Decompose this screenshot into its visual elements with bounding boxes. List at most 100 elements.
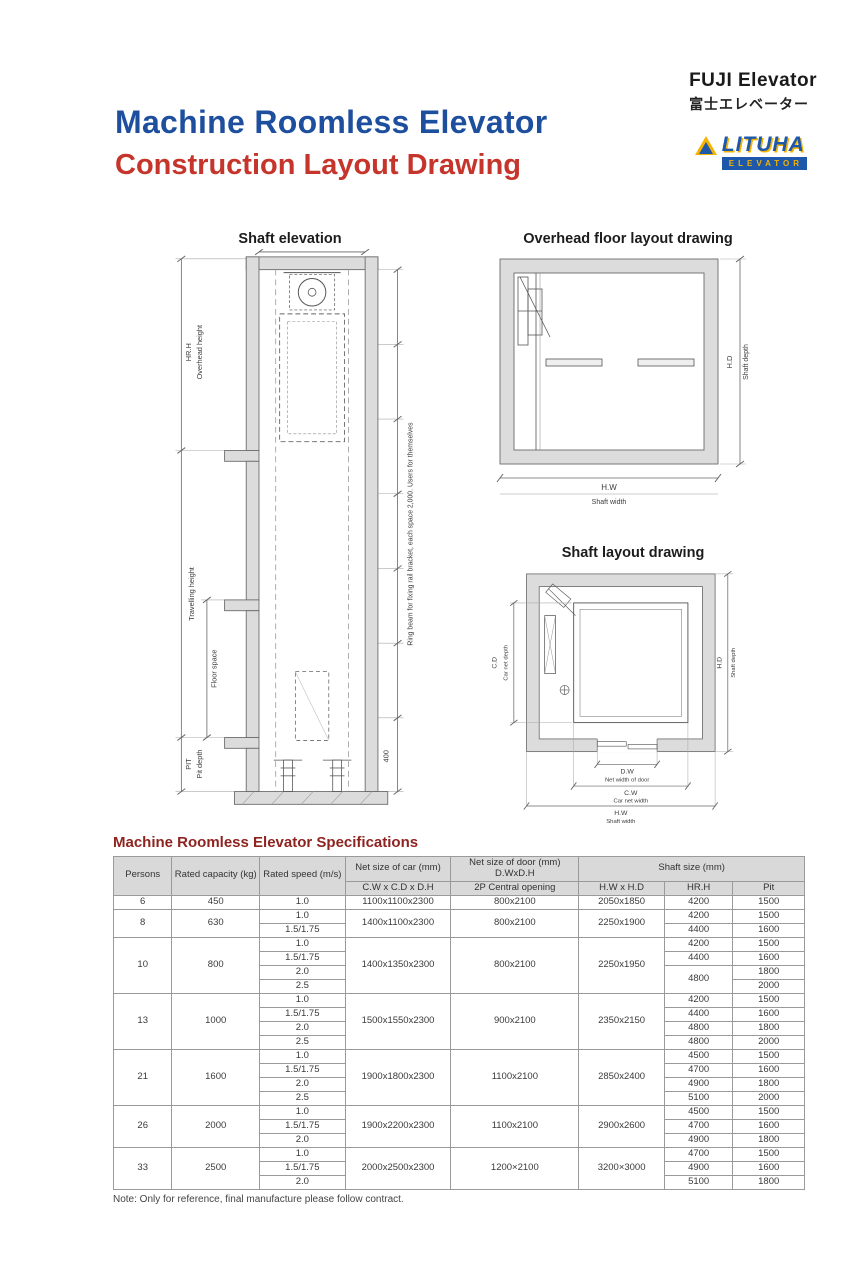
car-net-width-label: Car net width <box>613 798 648 804</box>
speed-cell: 2.5 <box>259 1034 346 1050</box>
shaft-size-cell: 2850x2400 <box>578 1048 665 1106</box>
machine-bracket <box>545 583 576 616</box>
overhead-layout-title: Overhead floor layout drawing <box>523 231 733 247</box>
rope-hole-symbol <box>559 685 570 695</box>
hrh-cell: 4400 <box>663 922 734 938</box>
persons-cell: 10 <box>112 936 173 994</box>
speed-cell: 1.0 <box>259 936 346 952</box>
pit-cell: 1500 <box>732 1146 805 1162</box>
hrh-cell: 4900 <box>663 1076 734 1092</box>
capacity-cell: 1000 <box>171 992 261 1050</box>
persons-cell: 13 <box>112 992 173 1050</box>
ring-beam-note: Ring beam for fixing rail bracket, each … <box>407 422 414 646</box>
hrh-cell: 4400 <box>663 950 734 966</box>
shaft-size-cell: 2900x2600 <box>578 1104 665 1148</box>
pit-hatch <box>242 791 373 805</box>
car-size-cell: 1400x1100x2300 <box>344 908 452 938</box>
shaft-size-cell: 2350x2150 <box>578 992 665 1050</box>
speed-cell: 1.5/1.75 <box>259 1062 346 1078</box>
speed-cell: 2.5 <box>259 978 346 994</box>
cd-label: C.D <box>492 657 499 669</box>
shaft-size-cell: 2250x1950 <box>578 936 665 994</box>
hw-label: H.W <box>601 483 617 492</box>
header-door: Net size of door (mm) D.WxD.H <box>450 856 580 882</box>
door-size-cell: 800x2100 <box>450 936 580 994</box>
header-hrh: HR.H <box>663 880 734 896</box>
pit-cell: 1600 <box>732 922 805 938</box>
table-header: Persons Rated capacity (kg) Rated speed … <box>112 856 805 896</box>
dw-label: D.W <box>621 768 635 775</box>
capacity-cell: 2000 <box>171 1104 261 1148</box>
shaft-elevation-title: Shaft elevation <box>238 231 342 247</box>
specifications-title: Machine Roomless Elevator Specifications <box>113 834 419 851</box>
shaft-width-label: Shaft width <box>606 819 635 825</box>
net-width-of-door-label: Net width of door <box>605 778 649 784</box>
car-size-cell: 1400x1350x2300 <box>344 936 452 994</box>
dim-400-label: 400 <box>382 750 391 762</box>
pit-cell: 1600 <box>732 950 805 966</box>
car-outline <box>573 602 689 724</box>
counterweight <box>294 671 330 741</box>
speed-cell: 2.5 <box>259 1090 346 1106</box>
brand-name: FUJI Elevator <box>689 70 817 91</box>
header-speed: Rated speed (m/s) <box>259 856 346 896</box>
pit-cell: 1500 <box>732 992 805 1008</box>
pit-cell: 1500 <box>732 894 805 910</box>
door-size-cell: 1100x2100 <box>450 1048 580 1106</box>
pit-cell: 1600 <box>732 1160 805 1176</box>
pit-cell: 1800 <box>732 1076 805 1092</box>
extension-lines <box>175 258 404 792</box>
counterweight <box>544 615 556 675</box>
hrh-cell: 4800 <box>663 964 734 994</box>
pit-depth-label: Pit depth <box>195 750 204 779</box>
floor-space-label: Floor space <box>210 649 219 687</box>
pit-cell: 1800 <box>732 1020 805 1036</box>
logo-sub-text: ELEVATOR <box>721 157 807 170</box>
speed-cell: 1.0 <box>259 908 346 924</box>
header-pit: Pit <box>732 880 805 896</box>
header-shaft: Shaft size (mm) <box>578 856 805 882</box>
hrh-cell: 4700 <box>663 1118 734 1134</box>
hrh-cell: 4700 <box>663 1146 734 1162</box>
hrh-cell: 4800 <box>663 1034 734 1050</box>
speed-cell: 2.0 <box>259 1020 346 1036</box>
door-size-cell: 800x2100 <box>450 894 580 910</box>
pit-cell: 1800 <box>732 1132 805 1148</box>
cw-label: C.W <box>624 790 638 797</box>
persons-cell: 21 <box>112 1048 173 1106</box>
header-hwhd: H.W x H.D <box>578 880 665 896</box>
shaft-wall-inner <box>538 586 703 740</box>
hrh-label: HR.H <box>184 343 193 361</box>
speed-cell: 1.5/1.75 <box>259 922 346 938</box>
door-opening <box>597 738 658 753</box>
shaft-layout-svg: C.D Car net depth H.D Shaft depth D.W Ne… <box>492 570 737 825</box>
shaft-elevation-svg: HR.H Overhead height Travelling height F… <box>175 248 414 805</box>
beam-right <box>637 358 695 367</box>
specifications-table: Persons Rated capacity (kg) Rated speed … <box>112 856 805 1190</box>
shaft-layout-title: Shaft layout drawing <box>561 545 705 561</box>
hrh-cell: 5100 <box>663 1174 734 1190</box>
hrh-cell: 4200 <box>663 992 734 1008</box>
capacity-cell: 630 <box>171 908 261 938</box>
header-door-sub: 2P Central opening <box>450 880 580 896</box>
pit-label: PIT <box>184 758 193 770</box>
persons-cell: 6 <box>112 894 173 910</box>
pit-cell: 1600 <box>732 1062 805 1078</box>
pit-cell: 1500 <box>732 936 805 952</box>
speed-cell: 2.0 <box>259 1076 346 1092</box>
speed-cell: 1.0 <box>259 992 346 1008</box>
shaft-layout-drawing: Shaft layout drawing <box>483 545 783 831</box>
shaft-size-cell: 3200×3000 <box>578 1146 665 1190</box>
car-size-cell: 1100x1100x2300 <box>344 894 452 910</box>
capacity-cell: 1600 <box>171 1048 261 1106</box>
header-car-sub: C.W x C.D x D.H <box>344 880 452 896</box>
pit-cell: 1800 <box>732 1174 805 1190</box>
